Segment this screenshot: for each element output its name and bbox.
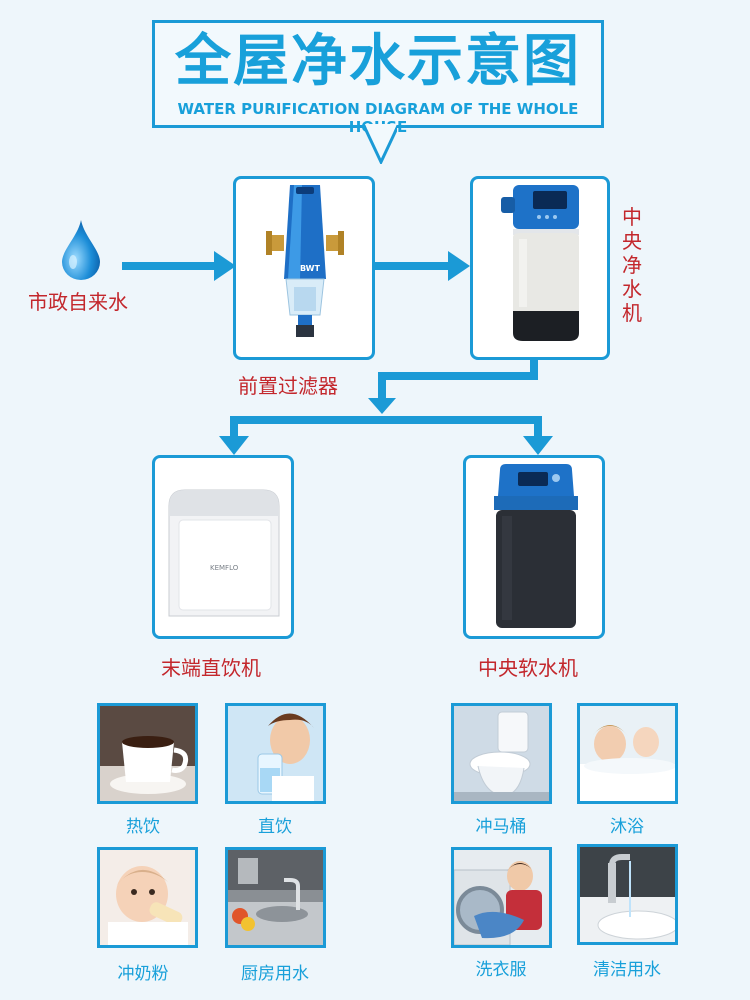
- central-purifier-device-image: [501, 185, 579, 341]
- central-purifier-frame: [470, 176, 610, 360]
- terminal-drinker-label: 末端直饮机: [161, 656, 261, 680]
- drinking-water-photo-icon: [228, 706, 323, 801]
- use-photo-cleaning: [577, 844, 678, 945]
- title-pointer: [365, 124, 397, 164]
- bath-photo-icon: [580, 706, 675, 801]
- use-photo-direct-drink: [225, 703, 326, 804]
- faucet-photo-icon: [580, 847, 675, 942]
- use-photo-laundry: [451, 847, 552, 948]
- use-label-kitchen: 厨房用水: [241, 964, 309, 984]
- terminal-drinker-frame: KEMFLO: [152, 455, 294, 639]
- baby-bottle-photo-icon: [100, 850, 195, 945]
- softener-label: 中央软水机: [478, 656, 578, 680]
- central-purifier-label: 中央净水机: [620, 205, 644, 325]
- page-title: 全屋净水示意图: [175, 29, 581, 94]
- source-label: 市政自来水: [28, 290, 128, 314]
- use-label-hot-drink: 热饮: [126, 817, 160, 837]
- use-label-direct-drink: 直饮: [258, 817, 292, 837]
- central-purifier-label-text: 中央净水机: [622, 205, 642, 325]
- kitchen-sink-photo-icon: [228, 850, 323, 945]
- title-box: [152, 20, 604, 128]
- prefilter-label: 前置过滤器: [238, 374, 338, 398]
- prefilter-device-image: BWT: [266, 185, 344, 337]
- water-drop-icon: [62, 220, 100, 280]
- use-label-laundry: 洗衣服: [475, 960, 527, 980]
- use-photo-bath: [577, 703, 678, 804]
- prefilter-brand: BWT: [300, 264, 320, 273]
- use-photo-toilet: [451, 703, 552, 804]
- coffee-cup-photo-icon: [100, 706, 195, 801]
- use-photo-hot-drink: [97, 703, 198, 804]
- use-label-bath: 沐浴: [610, 817, 644, 837]
- softener-frame: [463, 455, 605, 639]
- prefilter-frame: BWT: [233, 176, 375, 360]
- use-photo-baby-formula: [97, 847, 198, 948]
- laundry-photo-icon: [454, 850, 549, 945]
- toilet-photo-icon: [454, 706, 549, 801]
- use-label-baby-formula: 冲奶粉: [117, 964, 169, 984]
- terminal-drinker-brand: KEMFLO: [210, 564, 239, 572]
- terminal-drinker-device-image: KEMFLO: [168, 489, 280, 617]
- softener-device-image: [494, 464, 578, 628]
- use-label-toilet: 冲马桶: [475, 817, 527, 837]
- use-photo-kitchen: [225, 847, 326, 948]
- use-label-cleaning: 清洁用水: [593, 960, 661, 980]
